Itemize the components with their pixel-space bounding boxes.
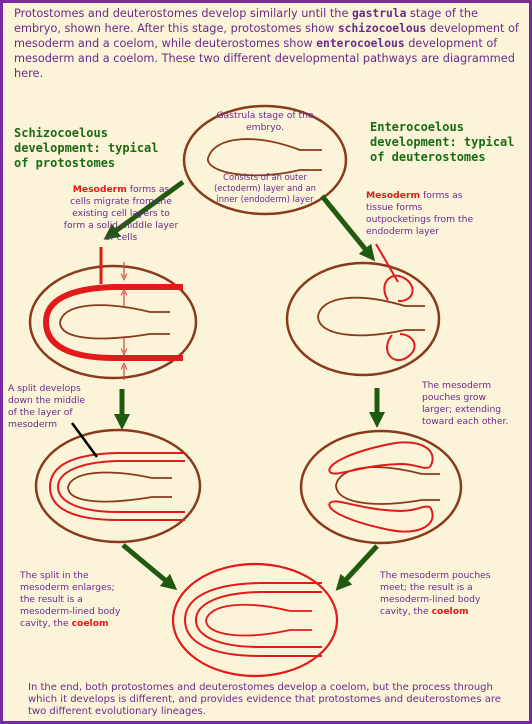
term-schizocoelous: schizocoelous bbox=[337, 22, 427, 35]
schizo-mesoderm-caption: Mesoderm forms as cells migrate from the… bbox=[63, 184, 179, 243]
entero-mesoderm-caption: Mesoderm forms as tissue forms outpocket… bbox=[366, 190, 474, 237]
coelom-embryo bbox=[171, 562, 339, 678]
arrow-to-schizo bbox=[103, 179, 185, 240]
schizo-mesoderm-embryo bbox=[28, 262, 198, 380]
schizo-split-embryo bbox=[34, 428, 202, 544]
term-enterocoelous: enterocoelous bbox=[316, 37, 405, 50]
split-pointer bbox=[70, 422, 99, 458]
conclusion-text: In the end, both protostomes and deutero… bbox=[28, 682, 501, 717]
arrow-coelom-left bbox=[121, 543, 178, 591]
gastrula-layers-label: Consists of an outer (ectoderm) layer an… bbox=[214, 172, 316, 204]
pouches-meet-caption: The mesoderm pouches meet; the result is… bbox=[380, 570, 491, 617]
term-gastrula: gastrula bbox=[352, 7, 407, 20]
split-caption: A split develops down the middle of the … bbox=[8, 383, 86, 430]
entero-mesoderm-embryo bbox=[285, 261, 441, 377]
split-enlarges-caption: The split in the mesoderm enlarges; the … bbox=[20, 570, 121, 629]
arrow-to-entero bbox=[320, 194, 376, 262]
intro-paragraph: Protostomes and deuterostomes develop si… bbox=[14, 7, 519, 80]
mesoderm-pointer-right bbox=[375, 243, 399, 283]
entero-pouches-embryo bbox=[299, 429, 463, 545]
pouches-grow-caption: The mesoderm pouches grow larger; extend… bbox=[422, 380, 509, 427]
gastrula-embryo bbox=[182, 104, 348, 216]
arrow-coelom-right bbox=[335, 544, 379, 591]
gastrula-label: Gastrula stage of the embryo. bbox=[216, 110, 314, 133]
